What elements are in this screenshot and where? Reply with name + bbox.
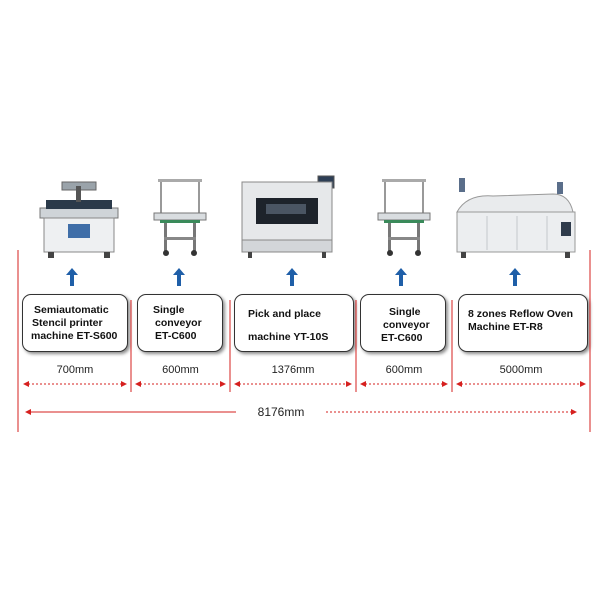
station-label-1-line-1: Semiautomatic [34, 304, 109, 316]
station-label-4-line-2: conveyor [383, 319, 430, 331]
station-box-3 [234, 294, 354, 352]
up-arrow-icon-2 [173, 268, 185, 286]
dimension-label-5: 5000mm [499, 364, 543, 376]
reflow-oven-image [456, 178, 576, 258]
stencil-printer-image [39, 181, 119, 258]
station-label-3-line-2: machine YT-10S [248, 331, 329, 343]
conveyor-image-2 [377, 179, 431, 256]
station-box-1 [22, 294, 128, 352]
station-label-5-line-1: 8 zones Reflow Oven [468, 308, 574, 320]
station-label-2-line-2: conveyor [155, 317, 202, 329]
station-box-2 [137, 294, 223, 352]
up-arrow-icon-5 [509, 268, 521, 286]
dimension-label-1: 700mm [56, 364, 94, 376]
up-arrow-icon-1 [66, 268, 78, 286]
dimension-label-2: 600mm [162, 364, 199, 376]
station-label-5-line-2: Machine ET-R8 [468, 321, 543, 333]
station-label-3-line-1: Pick and place [248, 308, 321, 320]
total-length-label: 8176mm [257, 405, 305, 419]
station-label-4-line-3: ET-C600 [381, 332, 423, 344]
station-label-1-line-2: Stencil printer [32, 317, 103, 329]
station-label-1-line-3: machine ET-S600 [31, 330, 118, 342]
divider-lines [17, 250, 591, 432]
station-label-4-line-1: Single [389, 306, 421, 318]
pick-and-place-image [241, 175, 335, 258]
station-box-4 [360, 294, 446, 352]
up-arrow-icon-3 [286, 268, 298, 286]
dimension-label-4: 600mm [385, 364, 423, 376]
up-arrow-icon-4 [395, 268, 407, 286]
conveyor-image-1 [153, 179, 207, 256]
station-label-2-line-3: ET-C600 [155, 330, 197, 342]
station-label-2-line-1: Single [153, 304, 185, 316]
dimension-label-3: 1376mm [271, 364, 315, 376]
station-box-5 [458, 294, 588, 352]
